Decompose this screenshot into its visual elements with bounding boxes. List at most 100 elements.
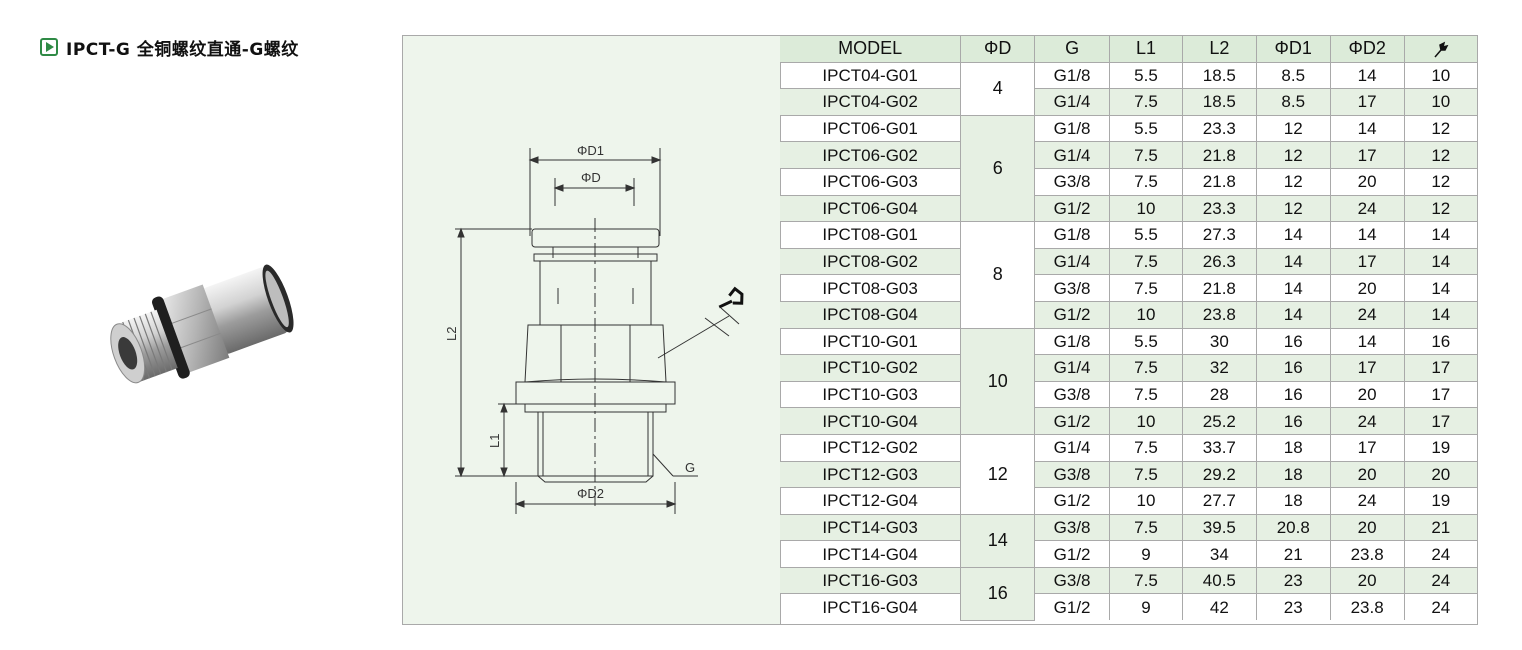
table-cell: IPCT16-G04 — [780, 593, 962, 621]
diameter-cell: 14 — [960, 513, 1036, 568]
table-cell: G1/8 — [1034, 327, 1111, 356]
col-header: L2 — [1181, 36, 1257, 63]
table-cell: 20 — [1329, 380, 1405, 409]
table-cell: 12 — [1403, 167, 1477, 196]
table-cell: 7.5 — [1109, 433, 1183, 462]
table-cell: 14 — [1329, 61, 1405, 90]
table-cell: 10 — [1109, 407, 1183, 435]
table-cell: 7.5 — [1109, 354, 1183, 382]
table-cell: IPCT06-G02 — [780, 141, 962, 169]
table-cell: G3/8 — [1034, 167, 1111, 196]
table-cell: 18 — [1255, 487, 1331, 515]
col-header: ΦD — [960, 36, 1036, 63]
table-cell: 16 — [1255, 327, 1331, 356]
table-cell: 28 — [1181, 380, 1257, 409]
label-l2: L2 — [444, 327, 459, 341]
table-cell: 24 — [1329, 300, 1405, 329]
table-cell: 18.5 — [1181, 88, 1257, 116]
table-cell: 20.8 — [1255, 513, 1331, 542]
table-cell: 14 — [1403, 274, 1477, 302]
col-header: ΦD2 — [1329, 36, 1405, 63]
diameter-cell: 12 — [960, 433, 1036, 515]
table-cell: IPCT08-G01 — [780, 221, 962, 249]
table-cell: IPCT10-G04 — [780, 407, 962, 435]
table-cell: 20 — [1329, 566, 1405, 595]
table-cell: 23.8 — [1181, 300, 1257, 329]
table-cell: 20 — [1329, 460, 1405, 489]
table-cell: 24 — [1403, 593, 1477, 621]
table-cell: 17 — [1329, 88, 1405, 116]
table-cell: 12 — [1403, 141, 1477, 169]
table-cell: 26.3 — [1181, 247, 1257, 276]
table-cell: 34 — [1181, 540, 1257, 568]
table-cell: 12 — [1403, 194, 1477, 223]
table-cell: IPCT10-G03 — [780, 380, 962, 409]
table-cell: G1/2 — [1034, 407, 1111, 435]
diameter-cell: 6 — [960, 114, 1036, 223]
table-cell: 17 — [1329, 141, 1405, 169]
spec-panel: ΦD1 ΦD — [402, 35, 1478, 625]
table-cell: 21.8 — [1181, 167, 1257, 196]
table-cell: G1/2 — [1034, 593, 1111, 621]
col-header-torque — [1403, 36, 1477, 63]
table-cell: G3/8 — [1034, 566, 1111, 595]
table-cell: IPCT10-G01 — [780, 327, 962, 356]
table-cell: 24 — [1329, 487, 1405, 515]
table-cell: G1/2 — [1034, 487, 1111, 515]
table-cell: 32 — [1181, 354, 1257, 382]
table-cell: 7.5 — [1109, 247, 1183, 276]
table-cell: 25.2 — [1181, 407, 1257, 435]
table-cell: IPCT14-G04 — [780, 540, 962, 568]
table-cell: 23 — [1255, 593, 1331, 621]
table-header-row: MODEL ΦD G L1 L2 ΦD1 ΦD2 — [780, 36, 1477, 63]
table-cell: IPCT04-G01 — [780, 61, 962, 90]
table-cell: 24 — [1329, 407, 1405, 435]
table-cell: G1/4 — [1034, 88, 1111, 116]
table-cell: 17 — [1403, 354, 1477, 382]
play-icon — [40, 38, 58, 56]
table-cell: 10 — [1403, 61, 1477, 90]
wrench-icon — [718, 286, 744, 309]
table-cell: G3/8 — [1034, 274, 1111, 302]
table-cell: 20 — [1329, 167, 1405, 196]
table-cell: IPCT12-G02 — [780, 433, 962, 462]
table-cell: IPCT08-G03 — [780, 274, 962, 302]
table-cell: IPCT10-G02 — [780, 354, 962, 382]
table-cell: 12 — [1403, 114, 1477, 143]
table-cell: 14 — [1255, 247, 1331, 276]
label-d: ΦD — [581, 170, 601, 185]
col-header: ΦD1 — [1255, 36, 1331, 63]
table-cell: 14 — [1329, 221, 1405, 249]
table-cell: 20 — [1329, 274, 1405, 302]
table-cell: 19 — [1403, 487, 1477, 515]
table-cell: IPCT06-G01 — [780, 114, 962, 143]
table-cell: 18 — [1255, 433, 1331, 462]
table-cell: IPCT14-G03 — [780, 513, 962, 542]
table-cell: 17 — [1403, 380, 1477, 409]
table-cell: 21.8 — [1181, 274, 1257, 302]
table-cell: IPCT12-G04 — [780, 487, 962, 515]
table-cell: G1/4 — [1034, 433, 1111, 462]
table-cell: IPCT06-G04 — [780, 194, 962, 223]
table-cell: IPCT08-G02 — [780, 247, 962, 276]
table-cell: G3/8 — [1034, 380, 1111, 409]
diameter-cell: 4 — [960, 61, 1036, 116]
table-cell: 23.3 — [1181, 194, 1257, 223]
table-cell: 21 — [1255, 540, 1331, 568]
table-cell: 7.5 — [1109, 460, 1183, 489]
table-cell: G1/2 — [1034, 300, 1111, 329]
table-cell: G3/8 — [1034, 460, 1111, 489]
table-cell: 19 — [1403, 433, 1477, 462]
table-cell: G3/8 — [1034, 513, 1111, 542]
table-cell: 23.8 — [1329, 593, 1405, 621]
